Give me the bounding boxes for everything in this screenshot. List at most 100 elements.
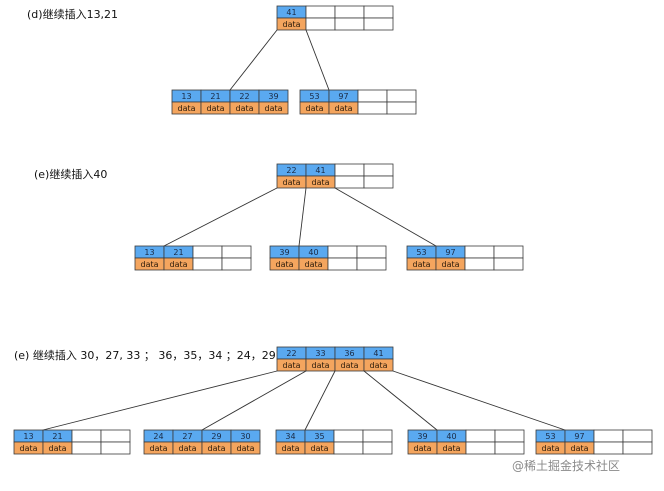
data-label: data bbox=[570, 444, 588, 453]
data-label: data bbox=[48, 444, 66, 453]
data-label: data bbox=[282, 361, 300, 370]
key-label: 13 bbox=[181, 92, 191, 101]
empty-key-cell bbox=[192, 245, 223, 259]
data-label: data bbox=[305, 104, 323, 113]
empty-data-cell bbox=[334, 175, 365, 189]
empty-key-cell bbox=[622, 429, 653, 443]
data-label: data bbox=[281, 444, 299, 453]
data-label: data bbox=[235, 104, 253, 113]
empty-key-cell bbox=[493, 245, 524, 259]
data-label: data bbox=[178, 444, 196, 453]
tree-edge bbox=[363, 370, 438, 431]
tree-edge bbox=[42, 370, 278, 431]
tree-edge bbox=[298, 187, 307, 247]
key-label: 22 bbox=[286, 349, 296, 358]
empty-data-cell bbox=[100, 441, 131, 455]
empty-key-cell bbox=[356, 245, 387, 259]
key-label: 41 bbox=[315, 166, 325, 175]
stage-label: (e) 继续插入 30，27, 33 ； 36，35，34 ；24，29 bbox=[14, 348, 276, 362]
empty-data-cell bbox=[71, 441, 102, 455]
stage-3-child-node-children-2: 34 data 35 data bbox=[275, 429, 393, 455]
empty-key-cell bbox=[334, 163, 365, 177]
data-label: data bbox=[334, 104, 352, 113]
data-cell bbox=[230, 441, 261, 455]
key-label: 53 bbox=[416, 248, 426, 257]
key-label: 34 bbox=[285, 432, 295, 441]
data-label: data bbox=[311, 178, 329, 187]
key-label: 21 bbox=[173, 248, 183, 257]
empty-data-cell bbox=[305, 17, 336, 31]
empty-data-cell bbox=[192, 257, 223, 271]
empty-key-cell bbox=[357, 89, 388, 103]
stage-label: (d)继续插入13,21 bbox=[27, 7, 118, 21]
empty-data-cell bbox=[593, 441, 624, 455]
empty-data-cell bbox=[221, 257, 252, 271]
key-label: 97 bbox=[574, 432, 584, 441]
empty-key-cell bbox=[464, 245, 495, 259]
stage-3: (e) 继续插入 30，27, 33 ； 36，35，34 ；24，29 22 da… bbox=[13, 346, 653, 455]
key-label: 41 bbox=[373, 349, 383, 358]
tree-edge bbox=[201, 370, 307, 431]
key-label: 41 bbox=[286, 8, 296, 17]
stage-2-child-node-children-1: 39 data 40 data bbox=[269, 245, 387, 271]
empty-key-cell bbox=[593, 429, 624, 443]
key-label: 40 bbox=[446, 432, 456, 441]
data-label: data bbox=[282, 20, 300, 29]
key-label: 53 bbox=[545, 432, 555, 441]
empty-data-cell bbox=[386, 101, 417, 115]
data-label: data bbox=[264, 104, 282, 113]
key-label: 21 bbox=[52, 432, 62, 441]
data-label: data bbox=[275, 260, 293, 269]
tree-edge bbox=[334, 187, 437, 247]
empty-key-cell bbox=[363, 5, 394, 19]
key-label: 35 bbox=[314, 432, 324, 441]
key-label: 39 bbox=[279, 248, 289, 257]
tree-edge bbox=[304, 370, 336, 431]
empty-data-cell bbox=[356, 257, 387, 271]
data-label: data bbox=[149, 444, 167, 453]
key-label: 39 bbox=[268, 92, 278, 101]
empty-data-cell bbox=[493, 257, 524, 271]
data-label: data bbox=[236, 444, 254, 453]
key-label: 40 bbox=[308, 248, 318, 257]
data-label: data bbox=[311, 361, 329, 370]
data-label: data bbox=[177, 104, 195, 113]
data-label: data bbox=[304, 260, 322, 269]
stage-1-root-node: 41 data bbox=[276, 5, 394, 31]
data-label: data bbox=[282, 178, 300, 187]
empty-key-cell bbox=[305, 5, 336, 19]
key-label: 39 bbox=[417, 432, 427, 441]
key-label: 53 bbox=[309, 92, 319, 101]
key-label: 36 bbox=[344, 349, 354, 358]
empty-key-cell bbox=[362, 429, 393, 443]
key-label: 22 bbox=[239, 92, 249, 101]
empty-data-cell bbox=[334, 17, 365, 31]
data-label: data bbox=[369, 361, 387, 370]
key-label: 13 bbox=[23, 432, 33, 441]
stage-label: (e)继续插入40 bbox=[34, 167, 107, 181]
key-label: 24 bbox=[153, 432, 163, 441]
tree-edge bbox=[305, 29, 330, 91]
empty-data-cell bbox=[333, 441, 364, 455]
empty-data-cell bbox=[327, 257, 358, 271]
data-label: data bbox=[340, 361, 358, 370]
data-label: data bbox=[310, 444, 328, 453]
tree-edge bbox=[229, 29, 278, 91]
data-label: data bbox=[206, 104, 224, 113]
empty-key-cell bbox=[465, 429, 496, 443]
empty-data-cell bbox=[494, 441, 525, 455]
data-label: data bbox=[207, 444, 225, 453]
empty-data-cell bbox=[363, 175, 394, 189]
key-label: 13 bbox=[144, 248, 154, 257]
data-cell bbox=[363, 358, 394, 372]
